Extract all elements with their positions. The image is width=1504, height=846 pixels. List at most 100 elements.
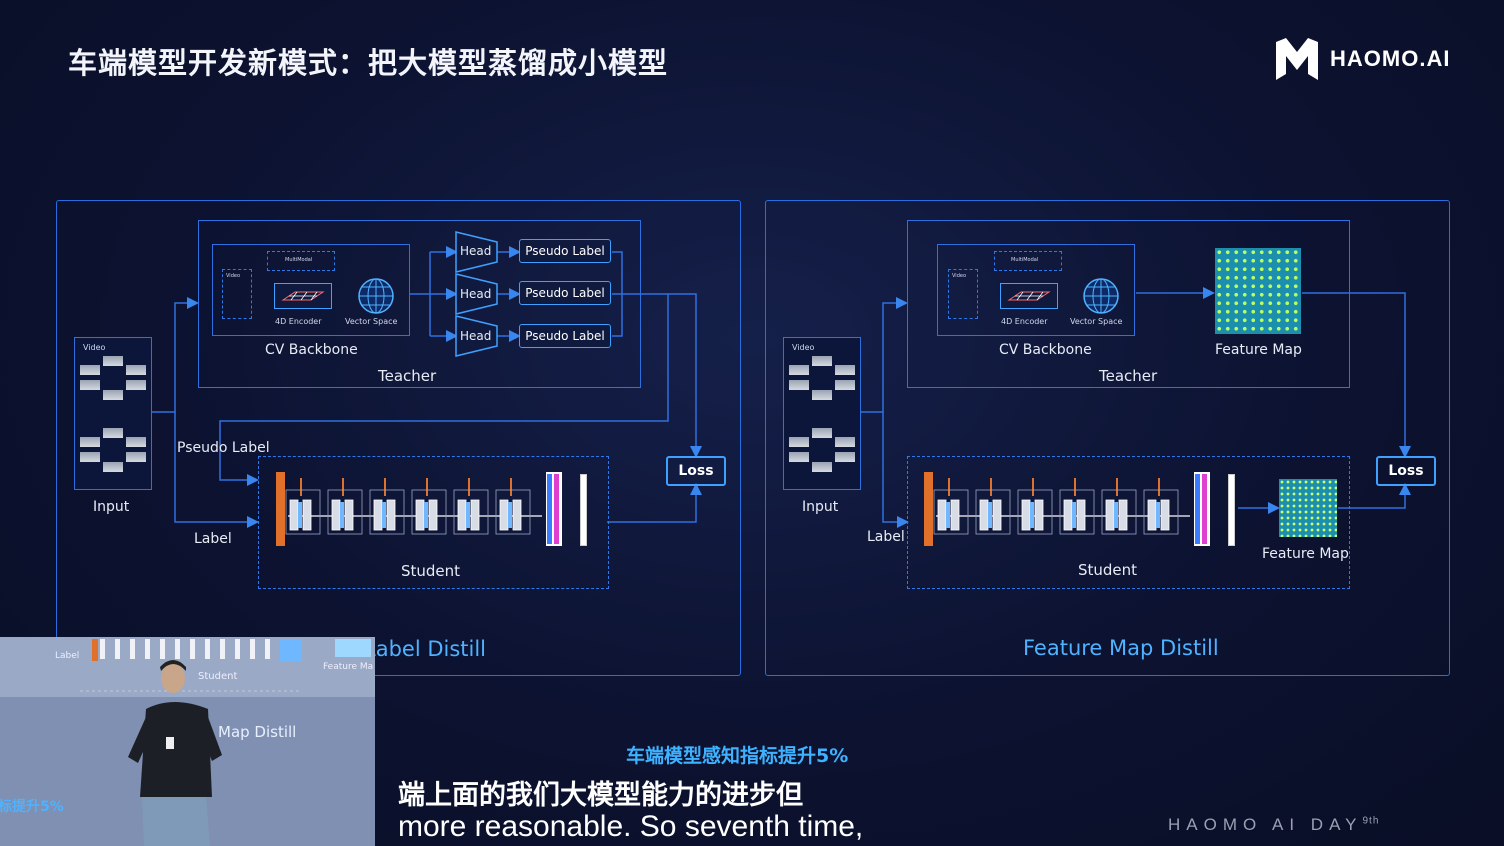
head-1: Head bbox=[460, 244, 492, 258]
teacher-feature-map-label: Feature Map bbox=[1215, 342, 1302, 358]
globe-icon bbox=[358, 278, 394, 314]
teacher-box bbox=[907, 220, 1350, 388]
thumbnail bbox=[103, 462, 123, 472]
thumbnail bbox=[80, 437, 100, 447]
label-edge: Label bbox=[194, 531, 232, 547]
student-label: Student bbox=[1078, 561, 1138, 579]
thumbnail bbox=[126, 452, 146, 462]
label-distill-panel bbox=[56, 200, 741, 676]
video-small-label: Video bbox=[226, 273, 241, 279]
haomo-logo-icon bbox=[1276, 38, 1318, 80]
thumbnail bbox=[835, 365, 855, 375]
overlay-student-text: Student bbox=[198, 671, 238, 682]
fc-bar bbox=[1202, 474, 1207, 544]
cv-backbone-box bbox=[937, 244, 1135, 336]
thumbnail bbox=[812, 428, 832, 438]
thumbnail bbox=[80, 452, 100, 462]
input-label: Input bbox=[802, 499, 839, 515]
cv-backbone-label: CV Backbone bbox=[265, 342, 358, 358]
head-3: Head bbox=[460, 329, 492, 343]
multimodal-box bbox=[994, 251, 1062, 271]
watermark-sup: 9th bbox=[1362, 815, 1380, 827]
thumbnail bbox=[835, 437, 855, 447]
thumbnail bbox=[103, 428, 123, 438]
cv-backbone-label: CV Backbone bbox=[999, 342, 1092, 358]
label-edge: Label bbox=[867, 529, 905, 545]
encoder-box bbox=[1000, 283, 1058, 309]
teacher-label: Teacher bbox=[1099, 367, 1158, 385]
left-connectors bbox=[150, 246, 702, 528]
encoder-grid-icon bbox=[281, 291, 325, 301]
subtitle-highlight: 车端模型感知指标提升5% bbox=[626, 745, 849, 767]
multimodal-box bbox=[267, 251, 335, 271]
student-feature-map bbox=[1279, 479, 1337, 537]
student-box bbox=[258, 456, 609, 589]
conv-block bbox=[276, 472, 285, 546]
subtitle-english: more reasonable. So seventh time, bbox=[398, 810, 864, 843]
video-caption: Video bbox=[83, 343, 106, 352]
thumbnail bbox=[789, 380, 809, 390]
speaker-video-overlay: Label Student Feature Ma Map Distill 标提升… bbox=[0, 637, 375, 846]
overlay-map-distill-text: Map Distill bbox=[218, 723, 297, 741]
globe-icon bbox=[1083, 278, 1119, 314]
student-layers bbox=[285, 478, 542, 535]
student-box bbox=[907, 456, 1350, 589]
logo: HAOMO.AI bbox=[1274, 38, 1450, 80]
stage-screen bbox=[0, 637, 375, 846]
conv-block bbox=[924, 472, 933, 546]
thumbnail bbox=[103, 356, 123, 366]
video-stack-small: Video bbox=[948, 269, 978, 319]
overlay-cn-fragment: 标提升5% bbox=[0, 799, 64, 815]
encoder-grid-icon bbox=[1007, 291, 1051, 301]
overlay-label-text: Label bbox=[55, 651, 80, 661]
loss-box-right: Loss bbox=[1376, 456, 1436, 486]
video-small-label: Video bbox=[952, 273, 967, 279]
thumbnail bbox=[812, 356, 832, 366]
thumbnail bbox=[80, 365, 100, 375]
encoder-label: 4D Encoder bbox=[275, 317, 322, 326]
thumbnail bbox=[812, 462, 832, 472]
event-watermark: HAOMO AI DAY9th bbox=[1168, 815, 1379, 835]
pseudo-label-box-2: Pseudo Label bbox=[519, 281, 611, 305]
teacher-box bbox=[198, 220, 641, 388]
video-stack-small: Video bbox=[222, 269, 252, 319]
thumbnail bbox=[812, 390, 832, 400]
fc-bar bbox=[547, 474, 552, 544]
thumbnail bbox=[126, 380, 146, 390]
student-network bbox=[270, 470, 600, 550]
right-connectors bbox=[859, 287, 1411, 528]
feature-map-distill-title: Feature Map Distill bbox=[1023, 636, 1219, 660]
thumbnail bbox=[103, 390, 123, 400]
input-video-left: Video bbox=[74, 337, 152, 490]
thumbnail bbox=[789, 452, 809, 462]
logo-text: HAOMO.AI bbox=[1330, 46, 1451, 71]
encoder-label: 4D Encoder bbox=[1001, 317, 1048, 326]
thumbnail bbox=[80, 380, 100, 390]
thumbnail bbox=[789, 437, 809, 447]
subtitle-chinese: 端上面的我们大模型能力的进步但 bbox=[398, 780, 803, 811]
input-label: Input bbox=[93, 499, 130, 515]
head-shapes bbox=[455, 231, 498, 357]
student-feature-map-label: Feature Map bbox=[1262, 546, 1349, 562]
pseudo-label-box-1: Pseudo Label bbox=[519, 239, 611, 263]
softmax-bar bbox=[580, 474, 587, 546]
multimodal-label: MultiModal bbox=[285, 257, 313, 263]
feature-map-distill-panel bbox=[765, 200, 1450, 676]
student-layers bbox=[933, 478, 1190, 535]
vector-space-label: Vector Space bbox=[345, 317, 398, 326]
input-video-right: Video bbox=[783, 337, 861, 490]
thumbnail bbox=[789, 365, 809, 375]
fc-bar bbox=[554, 474, 559, 544]
thumbnail bbox=[126, 437, 146, 447]
vector-space-label: Vector Space bbox=[1070, 317, 1123, 326]
multimodal-label: MultiModal bbox=[1011, 257, 1039, 263]
label-distill-title: Label Distill bbox=[364, 637, 487, 661]
student-label: Student bbox=[401, 562, 461, 580]
thumbnail bbox=[126, 365, 146, 375]
pseudo-label-edge: Pseudo Label bbox=[177, 440, 270, 456]
student-network bbox=[918, 470, 1248, 550]
thumbnail bbox=[835, 380, 855, 390]
loss-box-left: Loss bbox=[666, 456, 726, 486]
pseudo-label-box-3: Pseudo Label bbox=[519, 324, 611, 348]
fc-bar bbox=[1195, 474, 1200, 544]
